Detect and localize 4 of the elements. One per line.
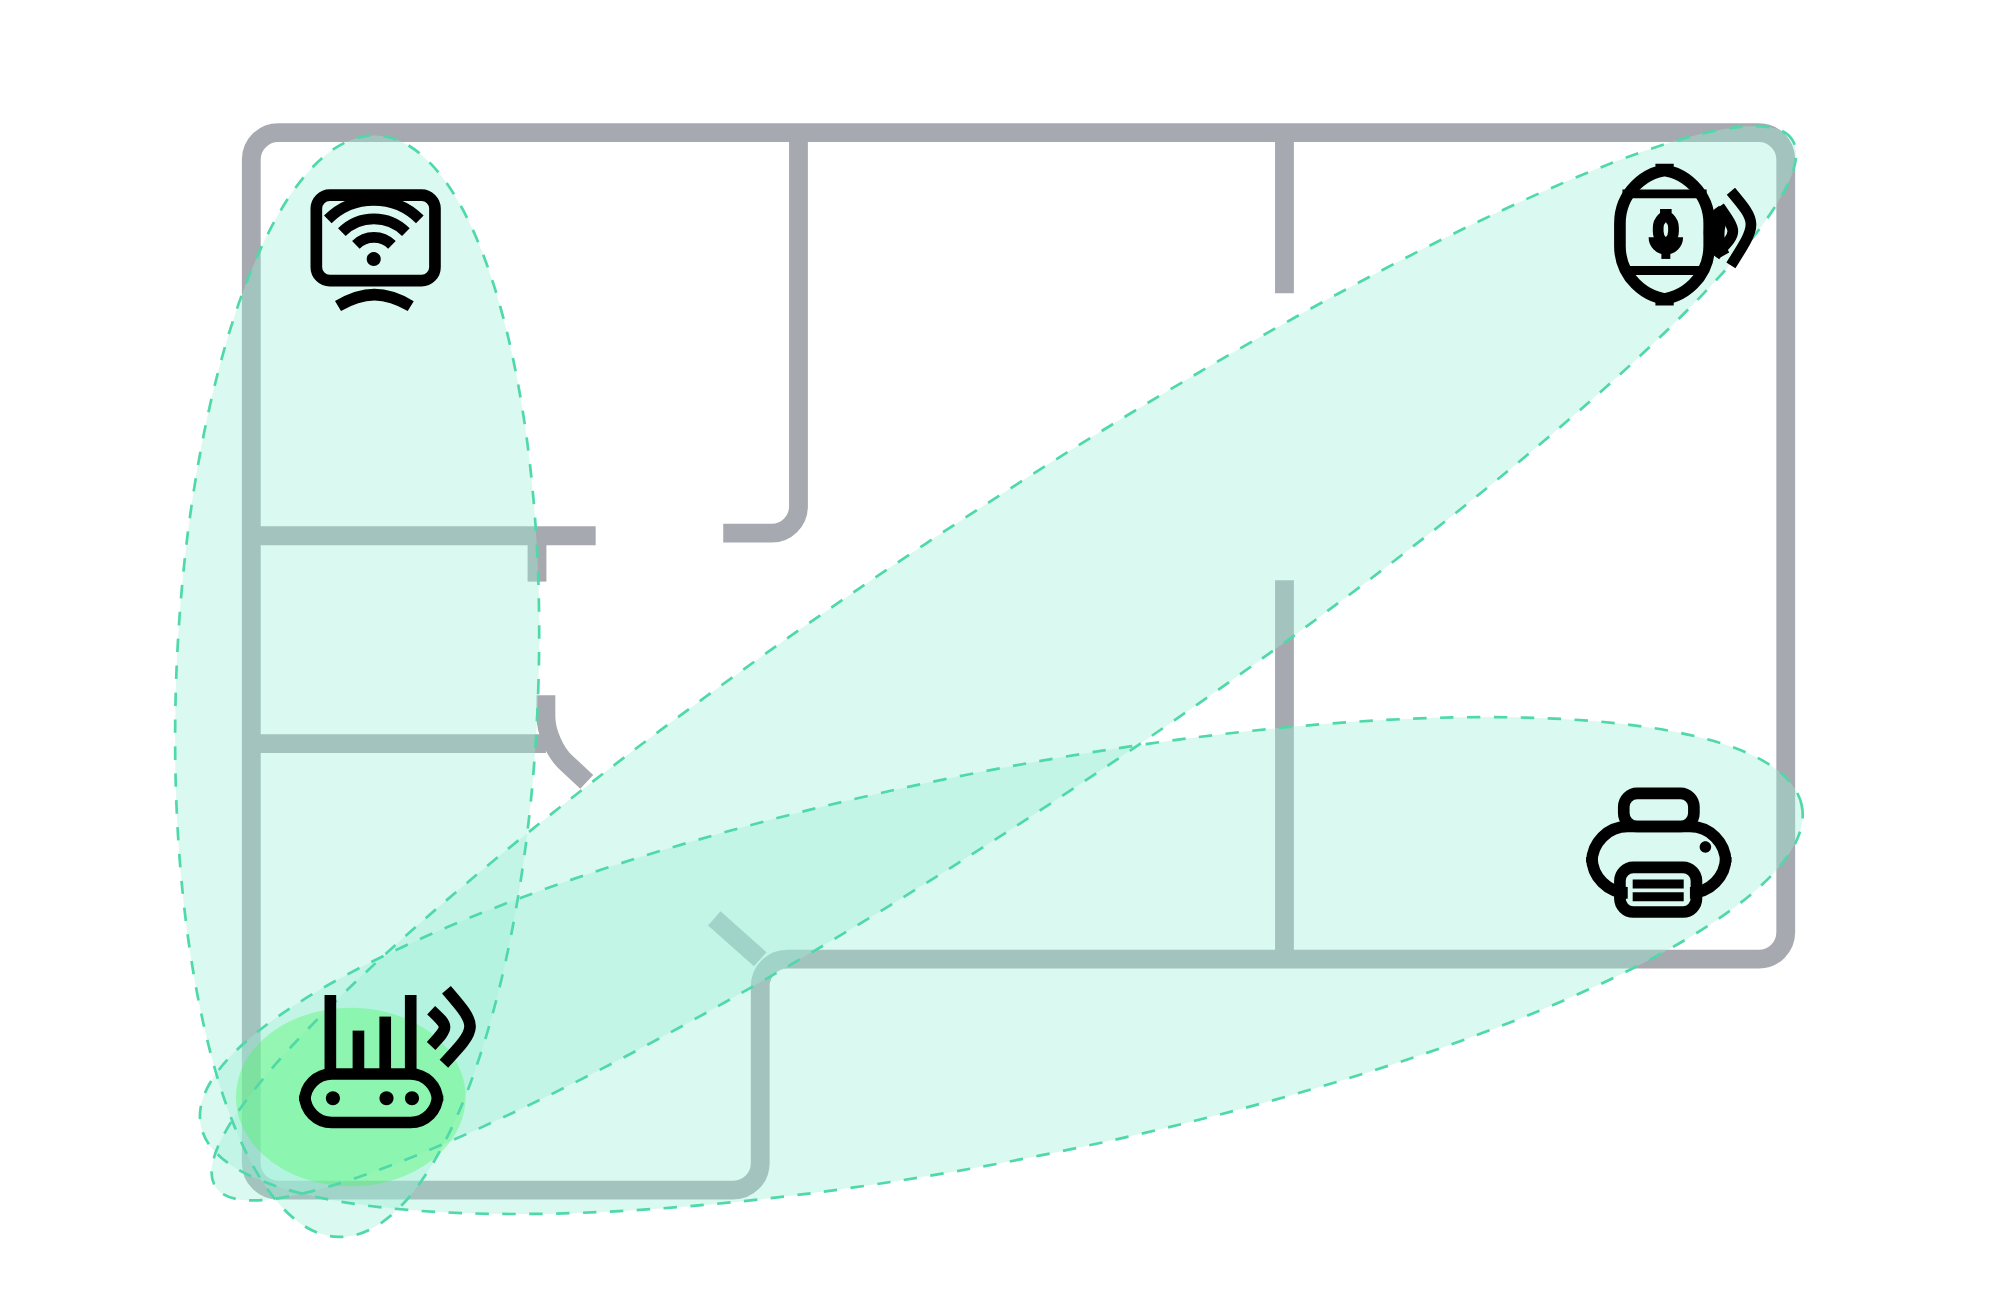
smart-speaker-icon [1614, 163, 1757, 306]
printer-icon [1586, 787, 1732, 918]
tv-icon [310, 189, 441, 312]
router-icon [299, 986, 476, 1129]
